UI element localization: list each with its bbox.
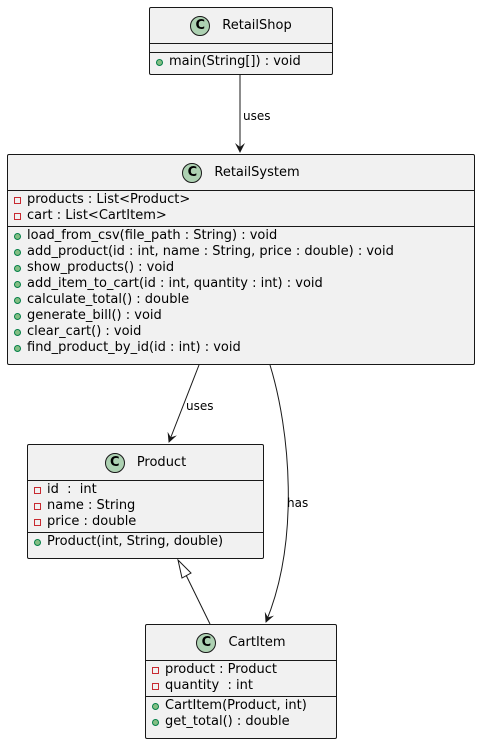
private-icon — [14, 212, 21, 220]
class-stereotype-icon: C — [190, 15, 211, 36]
class-retailshop: C RetailShop main(String[]) : void — [149, 7, 333, 75]
method-row: main(String[]) : void — [150, 54, 332, 70]
edge-cartitem-extends-product — [177, 558, 211, 625]
inheritance-arrowhead-icon — [177, 558, 192, 579]
public-icon — [34, 538, 41, 546]
class-name: Product — [136, 455, 187, 470]
public-icon — [156, 58, 163, 66]
method-row: calculate_total() : double — [8, 292, 474, 308]
method-row: add_item_to_cart(id : int, quantity : in… — [8, 276, 474, 292]
method-row: load_from_csv(file_path : String) : void — [8, 228, 474, 244]
private-icon — [152, 682, 159, 690]
class-cartitem: C CartItem product : Product quantity : … — [145, 624, 337, 739]
class-product: C Product id : int name : String price :… — [27, 444, 264, 559]
public-icon — [14, 328, 21, 336]
private-icon — [14, 196, 21, 204]
attribute-row: quantity : int — [146, 678, 336, 694]
public-icon — [152, 702, 159, 710]
attributes-section: product : Product quantity : int — [146, 661, 336, 697]
methods-section: load_from_csv(file_path : String) : void… — [8, 227, 474, 358]
attribute-row: products : List<Product> — [8, 192, 474, 208]
public-icon — [14, 296, 21, 304]
class-header: C RetailSystem — [8, 155, 474, 191]
attribute-row: name : String — [28, 498, 263, 514]
public-icon — [14, 248, 21, 256]
class-stereotype-icon: C — [182, 162, 203, 183]
public-icon — [14, 264, 21, 272]
private-icon — [34, 502, 41, 510]
method-row: clear_cart() : void — [8, 324, 474, 340]
public-icon — [14, 344, 21, 352]
class-stereotype-icon: C — [104, 452, 125, 473]
edge-system-uses-product: uses — [167, 364, 214, 443]
private-icon — [152, 666, 159, 674]
public-icon — [14, 312, 21, 320]
class-stereotype-icon: C — [196, 632, 217, 653]
method-row: get_total() : double — [146, 714, 336, 730]
class-retailsystem: C RetailSystem products : List<Product> … — [7, 154, 475, 365]
edge-system-has-cartitem: has — [264, 364, 308, 623]
class-header: C Product — [28, 445, 263, 481]
edge-shop-uses-system: uses — [235, 75, 271, 153]
method-row: Product(int, String, double) — [28, 534, 263, 550]
attribute-row: product : Product — [146, 662, 336, 678]
private-icon — [34, 486, 41, 494]
private-icon — [34, 518, 41, 526]
attributes-section: id : int name : String price : double — [28, 481, 263, 533]
edge-label: has — [287, 496, 308, 510]
methods-section: CartItem(Product, int) get_total() : dou… — [146, 697, 336, 732]
methods-section: Product(int, String, double) — [28, 533, 263, 552]
class-header: C RetailShop — [150, 8, 332, 44]
methods-section: main(String[]) : void — [150, 53, 332, 72]
attribute-row: price : double — [28, 514, 263, 530]
public-icon — [14, 280, 21, 288]
method-row: generate_bill() : void — [8, 308, 474, 324]
class-name: CartItem — [228, 635, 286, 650]
attribute-row: cart : List<CartItem> — [8, 208, 474, 224]
attributes-section — [150, 44, 332, 53]
public-icon — [14, 232, 21, 240]
class-name: RetailSystem — [214, 165, 300, 180]
edge-label: uses — [186, 399, 214, 413]
method-row: find_product_by_id(id : int) : void — [8, 340, 474, 356]
edge-label: uses — [243, 109, 271, 123]
class-header: C CartItem — [146, 625, 336, 661]
method-row: add_product(id : int, name : String, pri… — [8, 244, 474, 260]
method-row: show_products() : void — [8, 260, 474, 276]
public-icon — [152, 718, 159, 726]
attributes-section: products : List<Product> cart : List<Car… — [8, 191, 474, 227]
method-row: CartItem(Product, int) — [146, 698, 336, 714]
attribute-row: id : int — [28, 482, 263, 498]
class-name: RetailShop — [222, 18, 292, 33]
